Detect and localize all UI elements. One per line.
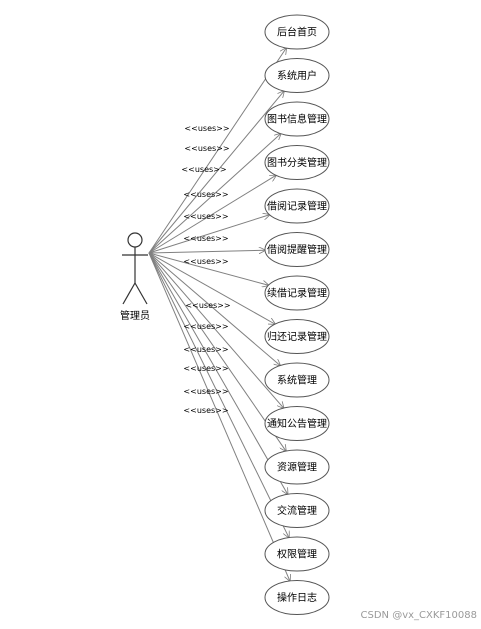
use-case-label: 交流管理 <box>277 504 317 517</box>
use-case-label: 系统用户 <box>277 69 317 82</box>
use-case[interactable]: 图书分类管理 <box>264 145 330 180</box>
association-line <box>148 250 265 253</box>
uses-label: <<uses>> <box>183 345 228 354</box>
uses-label: <<uses>> <box>183 212 228 221</box>
actor-head <box>127 232 143 248</box>
association-line <box>148 252 288 494</box>
watermark: CSDN @vx_CXKF10088 <box>360 610 477 621</box>
use-case-label: 权限管理 <box>277 548 317 561</box>
association-line <box>148 252 268 285</box>
uses-label: <<uses>> <box>185 301 230 310</box>
use-case[interactable]: 图书信息管理 <box>264 101 330 137</box>
actor-label: 管理员 <box>120 309 150 322</box>
use-case[interactable]: 操作日志 <box>264 580 330 615</box>
use-case-label: 通知公告管理 <box>267 417 327 430</box>
use-case-label: 后台首页 <box>277 26 317 39</box>
use-case-ellipse[interactable] <box>264 319 330 354</box>
use-case-ellipse[interactable] <box>264 275 330 311</box>
actor-administrator: 管理员 <box>120 232 150 322</box>
association-line <box>148 252 284 408</box>
uses-labels: <<uses>> <<uses>> <<uses>> <<uses>> <<uses>>… <box>181 124 230 415</box>
use-case[interactable]: 归还记录管理 <box>264 319 330 354</box>
use-case-ellipse[interactable] <box>264 493 330 528</box>
uses-label: <<uses>> <box>181 165 226 174</box>
actor-left-leg <box>122 282 136 305</box>
use-case-ellipse[interactable] <box>264 580 330 615</box>
uses-label: <<uses>> <box>183 322 228 331</box>
use-case-ellipse[interactable] <box>264 406 330 441</box>
association-lines <box>148 48 290 581</box>
association-line <box>148 215 270 254</box>
uses-label: <<uses>> <box>183 234 228 243</box>
use-case-ellipse[interactable] <box>264 14 330 50</box>
use-case-ellipse[interactable] <box>264 232 330 267</box>
use-case-label: 图书信息管理 <box>267 113 327 126</box>
association-line <box>148 175 276 254</box>
use-case-label: 借阅记录管理 <box>267 200 327 213</box>
use-case-ellipse[interactable] <box>264 362 330 398</box>
use-case[interactable]: 续借记录管理 <box>264 275 330 311</box>
use-case[interactable]: 后台首页 <box>264 14 330 50</box>
use-case[interactable]: 通知公告管理 <box>264 406 330 441</box>
use-case-label: 资源管理 <box>277 461 317 474</box>
use-case[interactable]: 借阅提醒管理 <box>264 232 330 267</box>
uses-label: <<uses>> <box>183 406 228 415</box>
use-case-ellipse[interactable] <box>264 145 330 180</box>
use-case[interactable]: 资源管理 <box>264 449 330 485</box>
association-line <box>148 134 281 254</box>
use-case-ellipse[interactable] <box>264 188 330 224</box>
uses-label: <<uses>> <box>183 387 228 396</box>
association-line <box>148 91 284 254</box>
use-case-label: 归还记录管理 <box>267 330 327 343</box>
use-case-ellipse[interactable] <box>264 101 330 137</box>
use-case-ellipse[interactable] <box>264 449 330 485</box>
association-line <box>148 48 286 254</box>
use-case[interactable]: 交流管理 <box>264 493 330 528</box>
use-cases: 后台首页系统用户图书信息管理图书分类管理借阅记录管理借阅提醒管理续借记录管理归还… <box>264 14 330 615</box>
association-line <box>148 252 286 451</box>
use-case-ellipse[interactable] <box>264 58 330 93</box>
use-case[interactable]: 权限管理 <box>264 536 330 572</box>
association-line <box>148 252 290 581</box>
use-case-label: 系统管理 <box>277 374 317 387</box>
use-case[interactable]: 系统用户 <box>264 58 330 93</box>
uses-label: <<uses>> <box>184 144 229 153</box>
use-case[interactable]: 系统管理 <box>264 362 330 398</box>
use-case-label: 图书分类管理 <box>267 156 327 169</box>
actor-right-leg <box>134 282 148 305</box>
association-line <box>148 252 280 366</box>
association-line <box>148 252 289 538</box>
uses-label: <<uses>> <box>184 124 229 133</box>
use-case-label: 操作日志 <box>277 591 317 604</box>
uses-label: <<uses>> <box>183 364 228 373</box>
use-case-label: 续借记录管理 <box>267 287 327 300</box>
association-line <box>148 252 275 324</box>
use-case-ellipse[interactable] <box>264 536 330 572</box>
use-case-label: 借阅提醒管理 <box>267 243 327 256</box>
use-case[interactable]: 借阅记录管理 <box>264 188 330 224</box>
uses-label: <<uses>> <box>183 257 228 266</box>
uses-label: <<uses>> <box>183 190 228 199</box>
